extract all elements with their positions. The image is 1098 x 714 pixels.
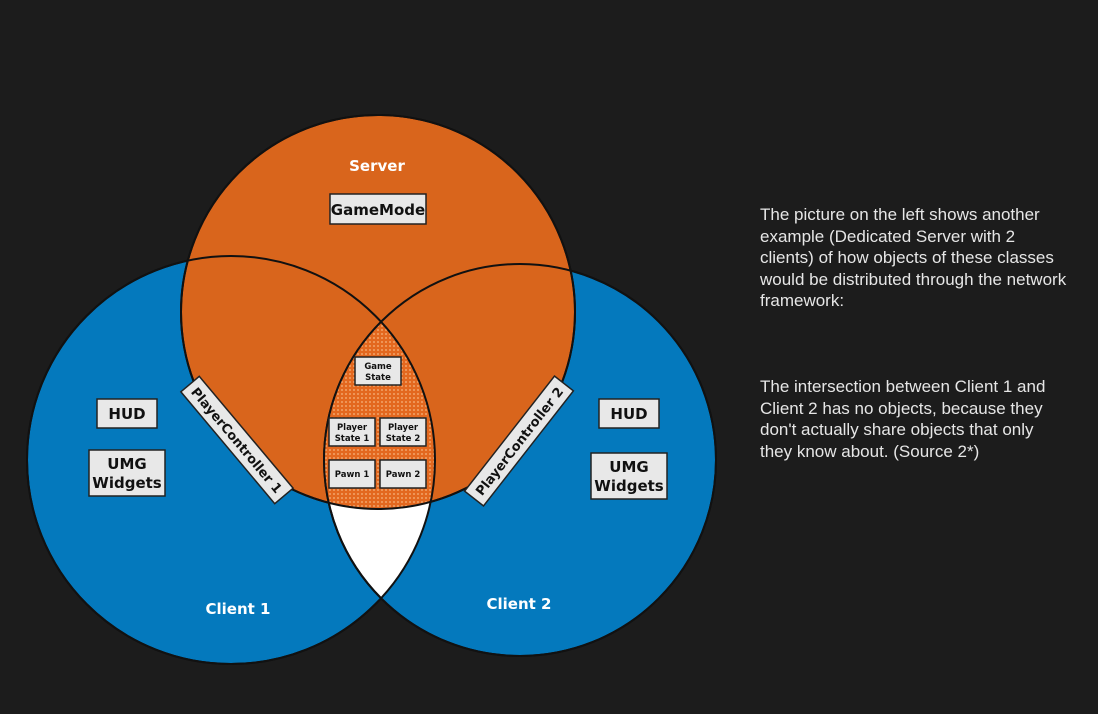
game-state-box: Game State: [354, 356, 402, 386]
umg-widgets-2-box: UMG Widgets: [590, 452, 668, 500]
venn-diagram: Server Client 1 Client 2 GameMode Game S…: [26, 114, 717, 665]
game-state-text-1: Game: [364, 362, 392, 372]
hud-1-box: HUD: [96, 398, 158, 429]
client-2-label: Client 2: [487, 595, 552, 613]
pawn-1-text: Pawn 1: [335, 470, 370, 480]
pawn-2-box: Pawn 2: [379, 459, 427, 489]
game-state-text-2: State: [365, 373, 391, 383]
description-paragraph-2: The intersection between Client 1 and Cl…: [760, 377, 1046, 461]
gamemode-box: GameMode: [329, 193, 427, 225]
player-state-2-box: Player State 2: [379, 417, 427, 447]
pawn-1-box: Pawn 1: [328, 459, 376, 489]
hud-2-box: HUD: [598, 398, 660, 429]
player-state-1-box: Player State 1: [328, 417, 376, 447]
client-1-label: Client 1: [206, 600, 271, 618]
umg-2-text-2: Widgets: [594, 477, 664, 495]
hud-1-text: HUD: [108, 405, 145, 423]
description-paragraph-1: The picture on the left shows another ex…: [760, 205, 1067, 310]
umg-1-text-2: Widgets: [92, 474, 162, 492]
player-state-1-text-1: Player: [337, 423, 368, 433]
server-label: Server: [349, 157, 405, 175]
hud-2-text: HUD: [610, 405, 647, 423]
umg-2-text-1: UMG: [609, 458, 648, 476]
player-state-2-text-2: State 2: [386, 434, 421, 444]
player-state-1-text-2: State 1: [335, 434, 370, 444]
pawn-2-text: Pawn 2: [386, 470, 421, 480]
gamemode-text: GameMode: [331, 201, 425, 219]
player-state-2-text-1: Player: [388, 423, 419, 433]
umg-1-text-1: UMG: [107, 455, 146, 473]
umg-widgets-1-box: UMG Widgets: [88, 449, 166, 497]
